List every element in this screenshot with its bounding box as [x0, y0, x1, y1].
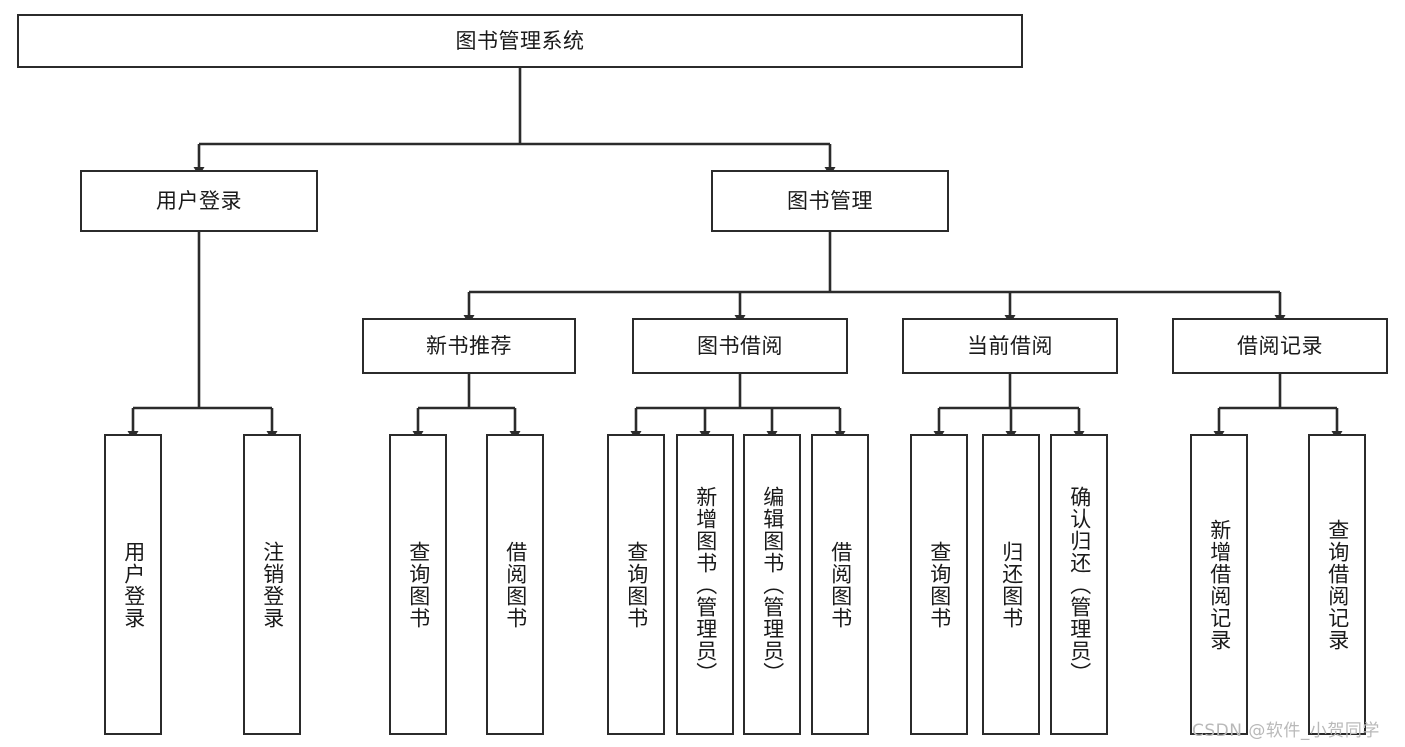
node-label: 图书管理	[787, 188, 873, 213]
node-l-addrec[interactable]: 新增借阅记录	[1190, 434, 1248, 735]
node-newrec[interactable]: 新书推荐	[362, 318, 576, 374]
node-root[interactable]: 图书管理系统	[17, 14, 1023, 68]
node-l-bbook2[interactable]: 借阅图书	[811, 434, 869, 735]
node-l-confirm[interactable]: 确认归还（管理员）	[1050, 434, 1108, 735]
node-l-return[interactable]: 归还图书	[982, 434, 1040, 735]
node-label: 新增借阅记录	[1207, 518, 1232, 651]
node-label: 查询借阅记录	[1325, 518, 1350, 651]
node-l-editbook[interactable]: 编辑图书（管理员）	[743, 434, 801, 735]
node-label: 确认归还（管理员）	[1067, 485, 1092, 684]
csdn-watermark: CSDN @软件_小贺同学	[1192, 721, 1380, 741]
node-label: 图书借阅	[697, 333, 783, 358]
node-label: 归还图书	[999, 540, 1024, 629]
node-label: 用户登录	[156, 188, 242, 213]
node-l-addbook[interactable]: 新增图书（管理员）	[676, 434, 734, 735]
node-label: 新书推荐	[426, 333, 512, 358]
node-l-qbook3[interactable]: 查询图书	[910, 434, 968, 735]
node-bookmgmt[interactable]: 图书管理	[711, 170, 949, 232]
node-label: 借阅图书	[503, 540, 528, 629]
node-label: 注销登录	[260, 540, 285, 629]
node-label: 新增图书（管理员）	[693, 485, 718, 684]
node-label: 当前借阅	[967, 333, 1053, 358]
node-l-logout[interactable]: 注销登录	[243, 434, 301, 735]
node-label: 图书管理系统	[455, 28, 585, 53]
node-records[interactable]: 借阅记录	[1172, 318, 1388, 374]
node-l-bbook1[interactable]: 借阅图书	[486, 434, 544, 735]
node-l-qbook1[interactable]: 查询图书	[389, 434, 447, 735]
node-label: 查询图书	[406, 540, 431, 629]
node-label: 编辑图书（管理员）	[760, 485, 785, 684]
node-label: 查询图书	[624, 540, 649, 629]
node-login[interactable]: 用户登录	[80, 170, 318, 232]
node-l-login[interactable]: 用户登录	[104, 434, 162, 735]
node-borrow[interactable]: 图书借阅	[632, 318, 848, 374]
node-label: 借阅图书	[828, 540, 853, 629]
node-current[interactable]: 当前借阅	[902, 318, 1118, 374]
node-label: 用户登录	[121, 540, 146, 629]
node-label: 查询图书	[927, 540, 952, 629]
node-l-qbook2[interactable]: 查询图书	[607, 434, 665, 735]
node-l-qrec[interactable]: 查询借阅记录	[1308, 434, 1366, 735]
node-label: 借阅记录	[1237, 333, 1323, 358]
